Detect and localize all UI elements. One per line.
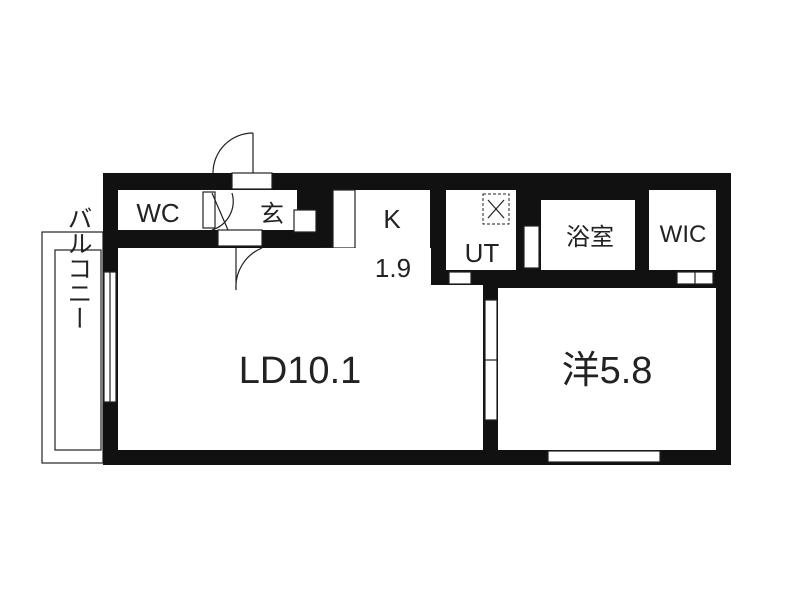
wic-label: WIC	[660, 221, 707, 248]
kitchen-size: 1.9	[375, 253, 411, 283]
wic-room	[649, 190, 716, 270]
living-label: LD10.1	[239, 350, 362, 392]
front-door-swing	[212, 132, 254, 174]
living-door-frame[interactable]	[217, 229, 263, 247]
front-door-frame[interactable]	[231, 172, 273, 190]
bath-label: 浴室	[566, 224, 614, 251]
wc-room	[118, 190, 202, 230]
wc-label: WC	[136, 198, 179, 228]
bath-door	[523, 225, 540, 269]
kitchen-label: K	[383, 204, 401, 234]
utility-label: UT	[465, 238, 500, 268]
entrance-label: 玄	[260, 201, 284, 228]
utility-vent	[448, 271, 472, 285]
washer-x	[487, 199, 505, 219]
entrance-swing	[211, 192, 234, 231]
washer-icon	[482, 193, 510, 225]
bath-room	[541, 200, 635, 270]
living-door-swing	[235, 247, 263, 291]
wc-door[interactable]	[202, 191, 216, 229]
western-room	[498, 288, 716, 450]
western-label: 洋5.8	[562, 350, 653, 392]
utility-room	[446, 190, 516, 270]
balcony-label: バルコニー	[64, 206, 92, 331]
entrance-room	[202, 190, 297, 230]
western-window[interactable]	[547, 450, 661, 463]
living-room-ext	[355, 285, 483, 450]
entrance-step	[293, 209, 317, 233]
balcony-inner	[54, 249, 102, 451]
